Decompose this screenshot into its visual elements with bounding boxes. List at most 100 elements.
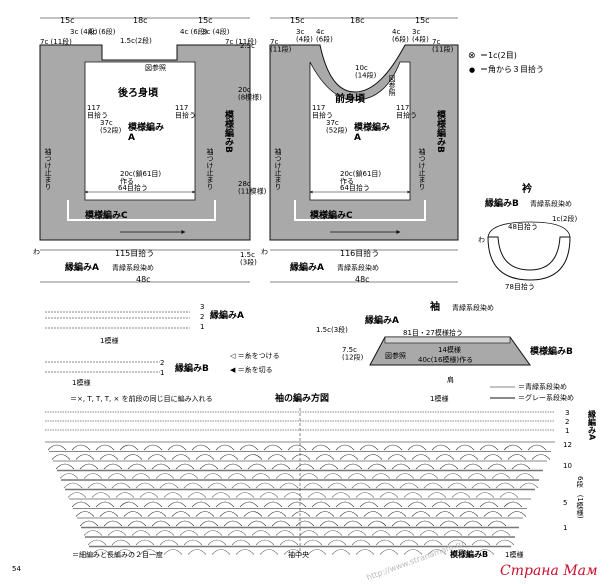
front-edge-right: 7c(11段) <box>432 38 454 54</box>
chart-fan-stitch <box>167 444 187 451</box>
chart-fan-stitch <box>123 511 143 517</box>
chart-fan-stitch <box>399 539 419 546</box>
chart-fan-stitch <box>511 463 531 470</box>
chart-fan-stitch <box>95 444 115 451</box>
chart-fan-stitch <box>87 482 107 489</box>
back-bottom-inner: 20c(鎖61目)作る <box>120 169 161 186</box>
chart-fan-stitch <box>255 482 275 489</box>
chart-fan-stitch <box>391 520 411 527</box>
chart-fan-stitch <box>463 520 483 527</box>
front-total: 48c <box>355 275 370 284</box>
chart-rep-bottom: 1模様 <box>505 550 523 559</box>
back-width-left: 15c <box>60 16 75 25</box>
front-width-left: 15c <box>290 16 305 25</box>
chart-fan-stitch <box>247 463 267 470</box>
chart-fan-stitch <box>239 444 259 451</box>
back-neck-left: 3c (4段) <box>70 27 98 36</box>
chart-fan-stitch <box>399 482 419 489</box>
back-garter: 縁編みA <box>65 261 99 273</box>
front-inner-height: 37c(52段) <box>326 119 348 135</box>
chart-fan-stitch <box>263 444 283 451</box>
chart-fan-stitch <box>227 530 247 536</box>
chart-fan-stitch <box>367 520 387 527</box>
chart-fan-stitch <box>371 530 391 536</box>
edging-a-row3: 3 <box>200 303 204 311</box>
chart-fan-stitch <box>91 549 111 555</box>
chart-fan-stitch <box>475 549 495 555</box>
front-panel <box>269 17 459 283</box>
chart-fan-stitch <box>327 482 347 489</box>
collar-title: 衿 <box>522 182 532 195</box>
chart-fan-stitch <box>251 473 271 479</box>
chart-fan-stitch <box>371 473 391 479</box>
chart-fan-stitch <box>495 482 515 489</box>
chart-fan-stitch <box>79 520 99 527</box>
chart-fan-stitch <box>335 501 355 508</box>
chart-fan-stitch <box>295 463 315 470</box>
chart-fan-stitch <box>427 492 447 498</box>
chart-fan-stitch <box>187 492 207 498</box>
chart-fan-stitch <box>471 482 491 489</box>
chart-fan-stitch <box>187 549 207 555</box>
chart-fan-stitch <box>79 463 99 470</box>
chart-fan-stitch <box>439 520 459 527</box>
chart-fan-stitch <box>263 501 283 508</box>
chart-fan-stitch <box>183 539 203 546</box>
chart-fan-stitch <box>75 511 95 517</box>
chart-fan-stitch <box>279 539 299 546</box>
chart-fan-stitch <box>215 444 235 451</box>
chart-fan-stitch <box>239 501 259 508</box>
chart-fan-stitch <box>119 444 139 451</box>
sleeve-shoulder: 肩 <box>447 375 454 384</box>
chart-fan-stitch <box>99 511 119 517</box>
front-garter-note: 青緑系段染め <box>337 263 379 272</box>
chart-fan-stitch <box>151 463 171 470</box>
chart-fan-stitch <box>451 492 471 498</box>
chart-fan-stitch <box>427 549 447 555</box>
back-wa: わ <box>33 248 40 256</box>
back-garter-note: 青緑系段染め <box>112 263 154 272</box>
chart-fan-stitch <box>303 539 323 546</box>
chart-fan-stitch <box>315 511 335 517</box>
chart-fan-stitch <box>247 520 267 527</box>
edging-b-chart <box>45 361 160 373</box>
chart-fan-stitch <box>115 549 135 555</box>
chart-fan-stitch <box>219 454 239 460</box>
chart-side-mid: 6段(1模様) <box>576 476 584 519</box>
front-neck-right2: 3c(4段) <box>412 28 429 44</box>
chart-row1: 1 <box>565 427 569 435</box>
sleeve-chart <box>45 408 555 555</box>
front-pick64: 64目拾う <box>340 183 370 192</box>
chart-fan-stitch <box>115 492 135 498</box>
chart-fan-stitch <box>375 482 395 489</box>
edging-b-label: 縁編みB <box>175 362 209 374</box>
collar-label: 縁編みB <box>485 197 519 209</box>
chart-title: 袖の編み方図 <box>274 392 329 404</box>
chart-fan-stitch <box>127 463 147 470</box>
chart-fan-stitch <box>131 530 151 536</box>
chart-center: 袖中央 <box>288 550 309 559</box>
chart-fan-stitch <box>271 520 291 527</box>
front-width-right: 15c <box>415 16 430 25</box>
chart-fan-stitch <box>259 549 279 555</box>
chart-fan-stitch <box>383 501 403 508</box>
chart-fan-stitch <box>111 539 131 546</box>
chart-row10: 10 <box>563 462 572 470</box>
chart-fan-stitch <box>275 530 295 536</box>
legend-blue: ＝青緑系段染め <box>518 382 567 391</box>
back-sleeve-right: 袖つけ止まり <box>206 147 214 190</box>
chart-fan-stitch <box>431 501 451 508</box>
chart-fan-stitch <box>163 492 183 498</box>
chart-fan-stitch <box>191 444 211 451</box>
front-sleeve-right: 袖つけ止まり <box>418 147 426 190</box>
chart-fan-stitch <box>347 530 367 536</box>
cross-legend: ＝1c(2目) <box>480 51 517 60</box>
chart-fan-stitch <box>403 492 423 498</box>
chart-fan-stitch <box>71 444 91 451</box>
chart-fan-stitch <box>175 463 195 470</box>
chart-fan-stitch <box>447 539 467 546</box>
chart-fan-stitch <box>219 511 239 517</box>
